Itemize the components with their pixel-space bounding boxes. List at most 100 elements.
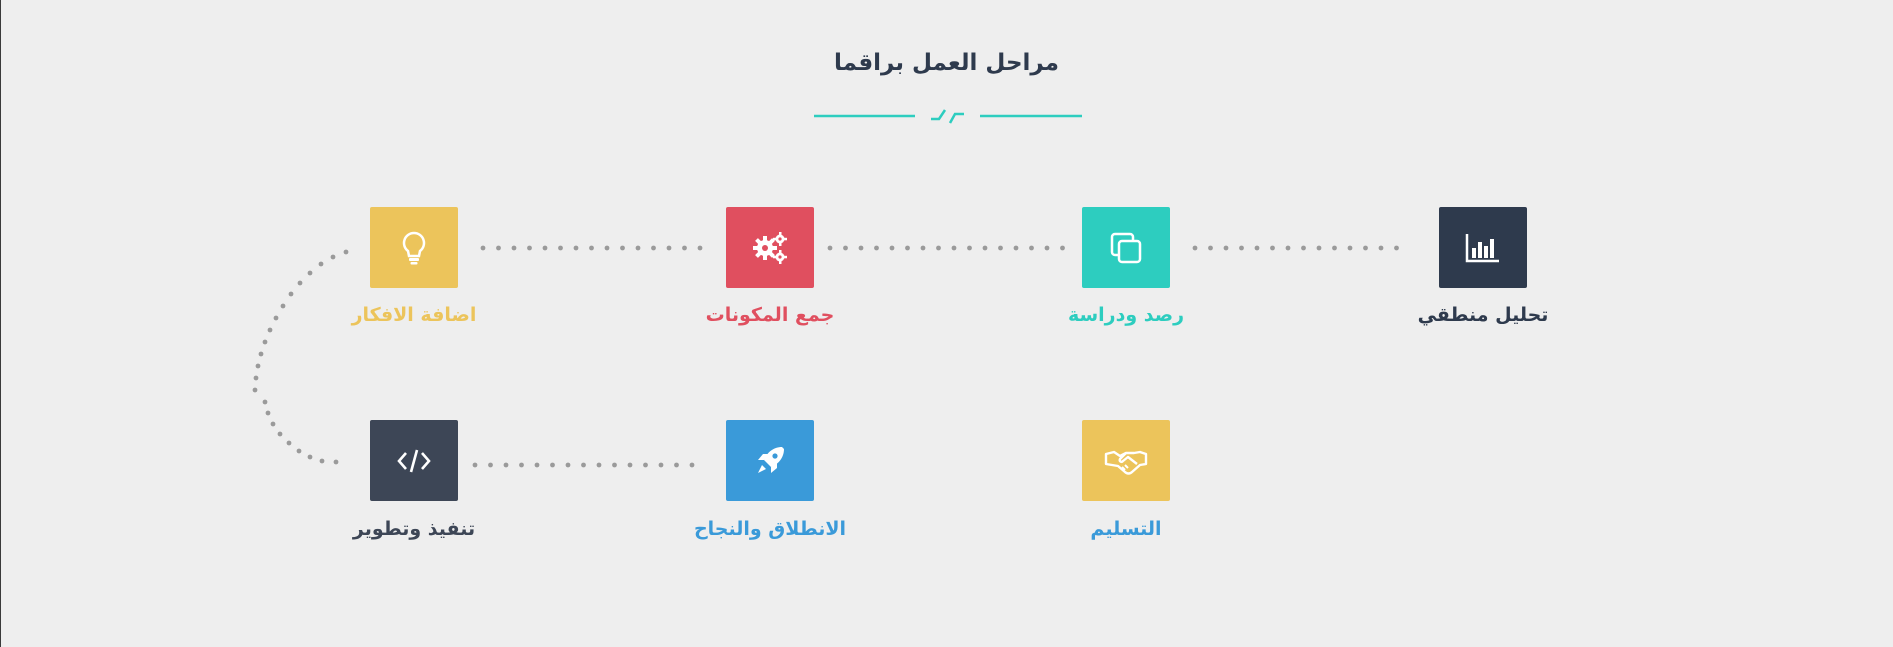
- connector-dot: [951, 245, 957, 251]
- connector-dot: [1254, 245, 1260, 251]
- connector-dot: [288, 291, 294, 297]
- step-box-development[interactable]: [370, 420, 458, 501]
- connector-dot: [589, 245, 594, 251]
- connector-dot: [1270, 245, 1275, 251]
- connector-dot: [1285, 245, 1291, 251]
- step-label-analysis: تحليل منطقي: [1417, 304, 1549, 326]
- connector-dot: [277, 431, 283, 437]
- connector-dot: [252, 387, 258, 393]
- connector-dot: [1316, 245, 1322, 251]
- connector-dot: [333, 459, 339, 465]
- connector-dot: [253, 375, 259, 381]
- step-box-collecting[interactable]: [726, 207, 814, 288]
- connector-dot: [558, 245, 563, 251]
- connector-dot: [258, 351, 264, 357]
- connector-dot: [689, 462, 695, 468]
- connector-dot: [1192, 245, 1198, 251]
- connector-dot: [858, 245, 864, 251]
- connector-dot: [936, 245, 941, 251]
- title-divider: [814, 109, 1082, 124]
- divider-mark-right: [948, 112, 964, 124]
- connector-dot: [1239, 245, 1244, 251]
- bar-chart-icon: [1465, 233, 1499, 262]
- connector-dot: [1378, 245, 1384, 251]
- connector-dot: [1301, 245, 1306, 251]
- connector-dot: [967, 245, 972, 251]
- connector-dot: [1394, 245, 1399, 251]
- connector-dot: [920, 245, 926, 251]
- connector-dot: [1208, 245, 1213, 251]
- connector-dot: [643, 462, 648, 468]
- connector-dot: [1013, 245, 1019, 251]
- connector-dot: [1223, 245, 1229, 251]
- connector-dot: [262, 399, 268, 405]
- connector-dot: [330, 254, 336, 260]
- connector-dot: [1363, 245, 1368, 251]
- connector-dot: [270, 421, 276, 427]
- connector-dot: [319, 458, 325, 464]
- connector-dot: [1332, 245, 1337, 251]
- connector-dot: [1029, 245, 1034, 251]
- connector-dot: [318, 261, 324, 267]
- connector-dot: [982, 245, 988, 251]
- connector-dot: [573, 245, 579, 251]
- connector-dot: [267, 327, 273, 333]
- step-box-analysis[interactable]: [1439, 207, 1527, 288]
- connector-dot: [542, 245, 548, 251]
- connector-dot: [666, 245, 672, 251]
- connector-dot: [627, 462, 633, 468]
- connector-dot: [265, 410, 271, 416]
- connector-dot: [889, 245, 895, 251]
- step-label-collecting: جمع المكونات: [705, 304, 835, 326]
- step-label-launch: الانطلاق والنجاح: [693, 518, 847, 540]
- connector-dot: [503, 462, 509, 468]
- connector-dot: [488, 462, 493, 468]
- connector-dot: [635, 245, 641, 251]
- connector-dot: [255, 363, 261, 369]
- connector-dot: [596, 462, 602, 468]
- step-label-development: تنفيذ وتطوير: [352, 518, 476, 540]
- code-icon: [397, 449, 431, 472]
- step-label-monitoring: رصد ودراسة: [1067, 304, 1185, 326]
- connector-dot: [682, 245, 687, 251]
- copy-icon: [1110, 232, 1142, 263]
- connector-dot: [534, 462, 540, 468]
- section-title: مراحل العمل براقما: [834, 50, 1059, 76]
- connector-dot-layer: [252, 245, 1399, 468]
- connector-dot: [480, 245, 486, 251]
- connector-dot: [496, 245, 501, 251]
- step-box-monitoring[interactable]: [1082, 207, 1170, 288]
- connector-dot: [565, 462, 571, 468]
- connector-dot: [1347, 245, 1353, 251]
- connector-dot: [550, 462, 555, 468]
- step-box-launch[interactable]: [726, 420, 814, 501]
- connector-dot: [827, 245, 833, 251]
- connector-dot: [620, 245, 625, 251]
- connector-dot: [581, 462, 586, 468]
- gears-icon: [753, 231, 787, 264]
- connector-dot: [874, 245, 879, 251]
- step-box-ideas[interactable]: [370, 207, 458, 288]
- connector-dot: [612, 462, 617, 468]
- connector-dot: [1060, 245, 1065, 251]
- connector-dot: [674, 462, 679, 468]
- step-label-ideas: اضافة الافكار: [351, 304, 477, 326]
- divider-mark-left: [931, 109, 947, 121]
- connector-dot: [998, 245, 1003, 251]
- connector-dot: [262, 339, 268, 345]
- rocket-icon: [758, 446, 784, 473]
- connector-dot: [651, 245, 656, 251]
- connector-dot: [843, 245, 848, 251]
- left-border: [0, 0, 1, 647]
- connector-dot: [905, 245, 910, 251]
- connector-dot: [273, 315, 279, 321]
- connector-dot: [297, 280, 303, 286]
- connector-dot: [519, 462, 524, 468]
- connector-dot: [307, 270, 313, 276]
- step-label-delivery: التسليم: [1090, 518, 1162, 540]
- connector-dot: [1044, 245, 1050, 251]
- connector-dot: [472, 462, 478, 468]
- step-box-delivery[interactable]: [1082, 420, 1170, 501]
- connector-dot: [697, 245, 703, 251]
- connector-dot: [296, 448, 302, 454]
